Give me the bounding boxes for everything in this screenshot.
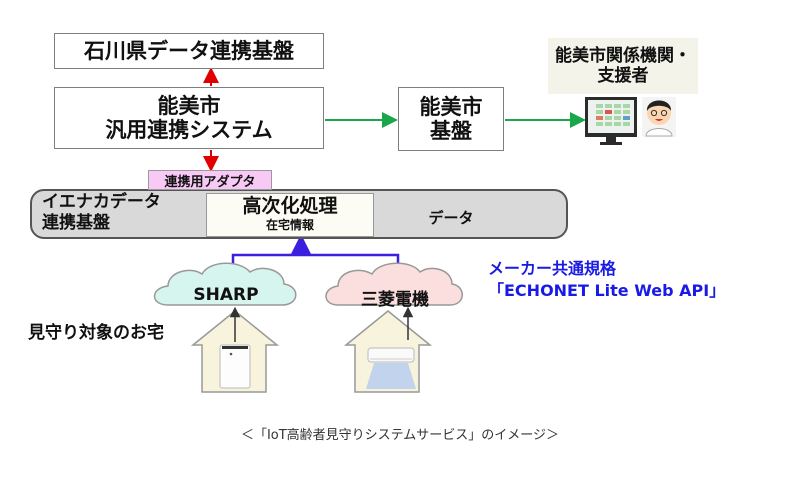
ienaka-platform-label: イエナカデータ 連携基盤 bbox=[42, 192, 161, 235]
monitored-homes-label: 見守り対象のお宅 bbox=[28, 323, 164, 343]
standard-line2: 「ECHONET Lite Web API」 bbox=[488, 280, 726, 300]
common-standard-label: メーカー共通規格 「ECHONET Lite Web API」 bbox=[488, 258, 725, 301]
ienaka-line1: イエナカデータ bbox=[42, 192, 161, 212]
cloud-sharp-label: SHARP bbox=[193, 285, 259, 305]
nomi-general-system-box: 能美市 汎用連携システム bbox=[54, 87, 324, 149]
prefecture-data-platform-box: 石川県データ連携基盤 bbox=[54, 33, 324, 69]
stakeholders-label: 能美市関係機関・ 支援者 bbox=[548, 38, 698, 94]
processing-title: 高次化処理 bbox=[242, 195, 338, 217]
monitor-icon bbox=[585, 97, 637, 145]
processing-box: 高次化処理 在宅情報 bbox=[206, 193, 374, 237]
nomi-system-line1: 能美市 bbox=[157, 93, 221, 118]
figure-caption: ＜「IoT高齢者見守りシステムサービス」のイメージ＞ bbox=[240, 428, 560, 443]
nomi-base-box: 能美市 基盤 bbox=[398, 87, 504, 151]
air-conditioner-icon bbox=[366, 347, 416, 389]
standard-line1: メーカー共通規格 bbox=[488, 259, 617, 278]
support-staff-icon bbox=[642, 97, 676, 137]
cloud-sharp bbox=[153, 262, 297, 306]
data-store-label: データ bbox=[428, 209, 474, 227]
stakeholders-line1: 能美市関係機関・ bbox=[555, 45, 691, 66]
prefecture-data-platform-label: 石川県データ連携基盤 bbox=[84, 38, 294, 63]
nomi-base-line1: 能美市 bbox=[419, 94, 483, 119]
cloud-mitsubishi bbox=[325, 262, 463, 306]
cloud-mitsubishi-label: 三菱電機 bbox=[361, 290, 429, 310]
nomi-base-line2: 基盤 bbox=[430, 119, 472, 143]
air-purifier-icon bbox=[219, 344, 251, 389]
stakeholders-line2: 支援者 bbox=[597, 66, 649, 86]
adapter-label: 連携用アダプタ bbox=[148, 170, 272, 190]
ienaka-line2: 連携基盤 bbox=[42, 213, 110, 234]
processing-subtitle: 在宅情報 bbox=[265, 218, 314, 232]
nomi-system-line2: 汎用連携システム bbox=[105, 118, 273, 142]
